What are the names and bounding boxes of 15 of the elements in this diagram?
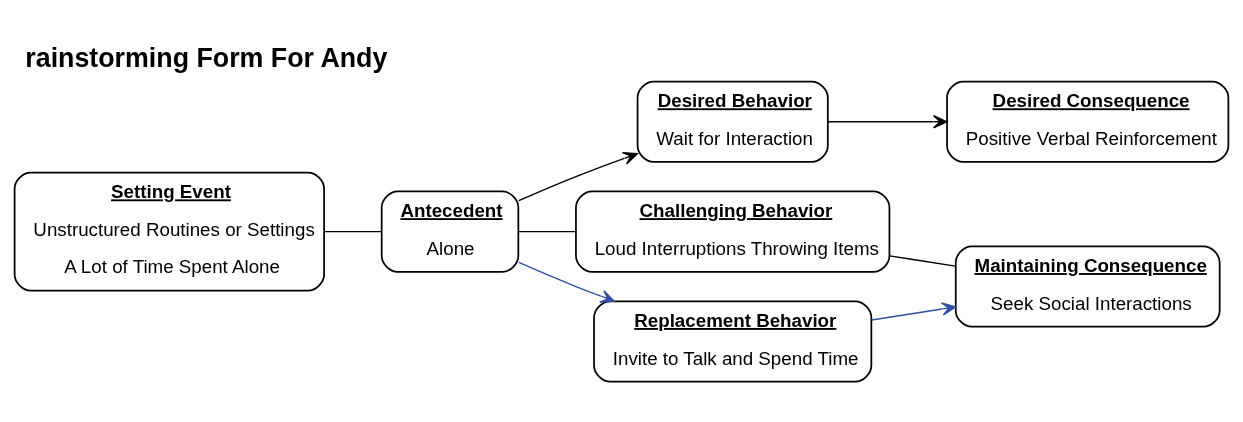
node-box: Setting Event Unstructured Routines or Settings A Lot of Time Spent Alone bbox=[13, 171, 325, 291]
node-box: Desired Behavior Wait for Interaction bbox=[636, 80, 829, 163]
node-box: Maintaining Consequence Seek Social Interactions bbox=[954, 244, 1221, 328]
node-box: Antecedent Alone bbox=[380, 190, 520, 273]
node-box: Replacement Behavior Invite to Talk and Spend Time bbox=[593, 299, 873, 382]
diagram-title: rainstorming Form For Andy bbox=[25, 42, 388, 73]
arrow bbox=[518, 151, 638, 201]
node-box: Desired Consequence Positive Verbal Reinforcement bbox=[946, 80, 1230, 163]
node-box: Challenging Behavior Loud Interruptions Throwing Items bbox=[575, 190, 891, 273]
arrow bbox=[827, 114, 948, 128]
connector bbox=[517, 230, 577, 232]
arrow bbox=[871, 301, 957, 321]
arrow bbox=[518, 261, 615, 303]
connector bbox=[888, 254, 956, 267]
connector bbox=[323, 230, 383, 232]
